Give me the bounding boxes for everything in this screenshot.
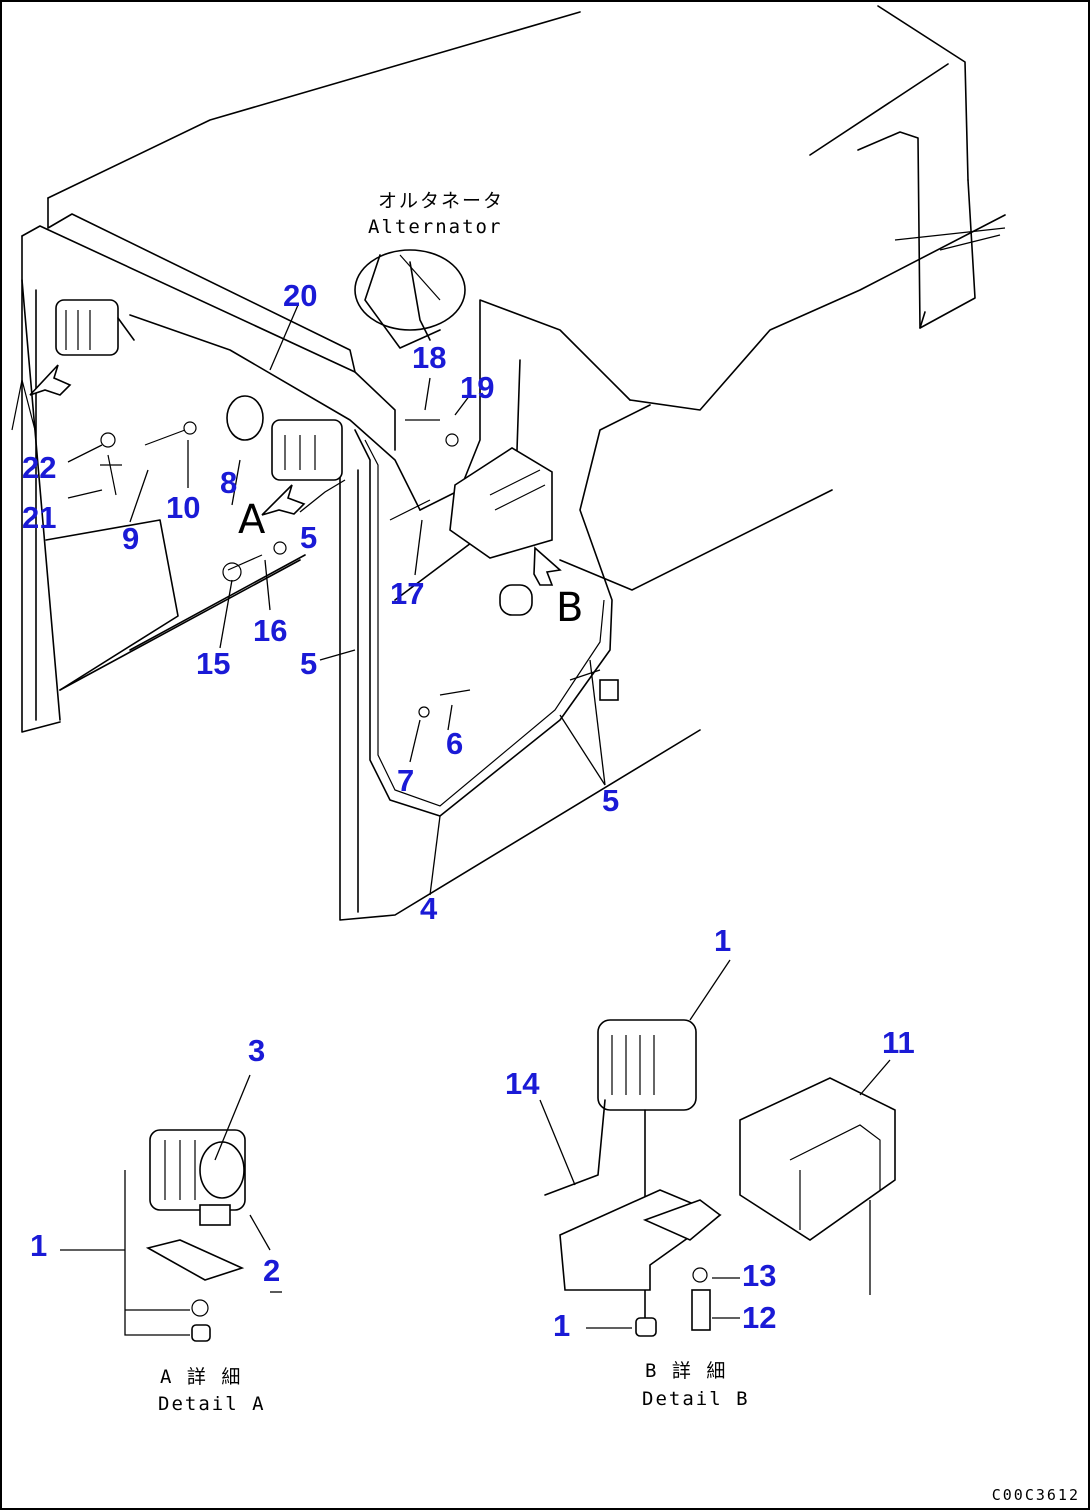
callout-22: 22	[22, 450, 57, 485]
callout-8: 8	[220, 465, 238, 500]
drawing-code: C00C3612	[991, 1486, 1080, 1504]
callout-5-middle: 5	[300, 646, 318, 681]
work-lamp-left	[55, 299, 135, 356]
callout-19: 19	[460, 370, 495, 405]
callout-3: 3	[248, 1033, 266, 1068]
view-b-label: B	[556, 585, 584, 631]
alternator-label-jp: オルタネータ	[378, 190, 505, 212]
callout-9: 9	[122, 521, 140, 556]
callout-4: 4	[420, 891, 438, 926]
leader-lines-main	[67, 304, 606, 896]
lamp-box-b	[449, 447, 553, 616]
callout-18: 18	[412, 340, 447, 375]
callout-16: 16	[253, 613, 288, 648]
callout-12: 12	[742, 1300, 777, 1335]
detail-a-title-en: Detail A	[158, 1393, 266, 1415]
callout-6: 6	[446, 726, 464, 761]
right-side-panel	[339, 214, 1006, 921]
callout-20: 20	[283, 278, 318, 313]
hardware-parts	[100, 419, 619, 718]
callout-15: 15	[196, 646, 231, 681]
callout-14: 14	[505, 1066, 540, 1101]
detail-a-title-jp: A 詳 細	[160, 1366, 243, 1388]
callout-1-detail-b-top: 1	[714, 923, 732, 958]
view-arrows	[11, 364, 562, 586]
detail-b-title-en: Detail B	[642, 1388, 750, 1410]
wiring-harness	[129, 299, 651, 817]
view-a-label: A	[238, 497, 266, 543]
callout-21: 21	[22, 500, 57, 535]
callout-13: 13	[742, 1258, 777, 1293]
callout-7: 7	[397, 763, 415, 798]
callout-1-detail-a: 1	[30, 1228, 48, 1263]
detail-b-title-jp: B 詳 細	[645, 1360, 728, 1382]
callout-1-detail-b-bottom: 1	[553, 1308, 571, 1343]
callout-5-lower: 5	[602, 783, 620, 818]
detail-a-drawing	[60, 1074, 282, 1342]
alternator-label-en: Alternator	[368, 216, 503, 238]
callout-17: 17	[390, 576, 425, 611]
alternator	[354, 249, 466, 349]
callout-11: 11	[882, 1025, 915, 1060]
work-lamp-center	[226, 395, 343, 481]
callout-10: 10	[166, 490, 201, 525]
callout-5-upper: 5	[300, 520, 318, 555]
callout-2: 2	[263, 1253, 281, 1288]
detail-b-drawing	[539, 959, 896, 1337]
machine-body-outline	[21, 5, 976, 733]
